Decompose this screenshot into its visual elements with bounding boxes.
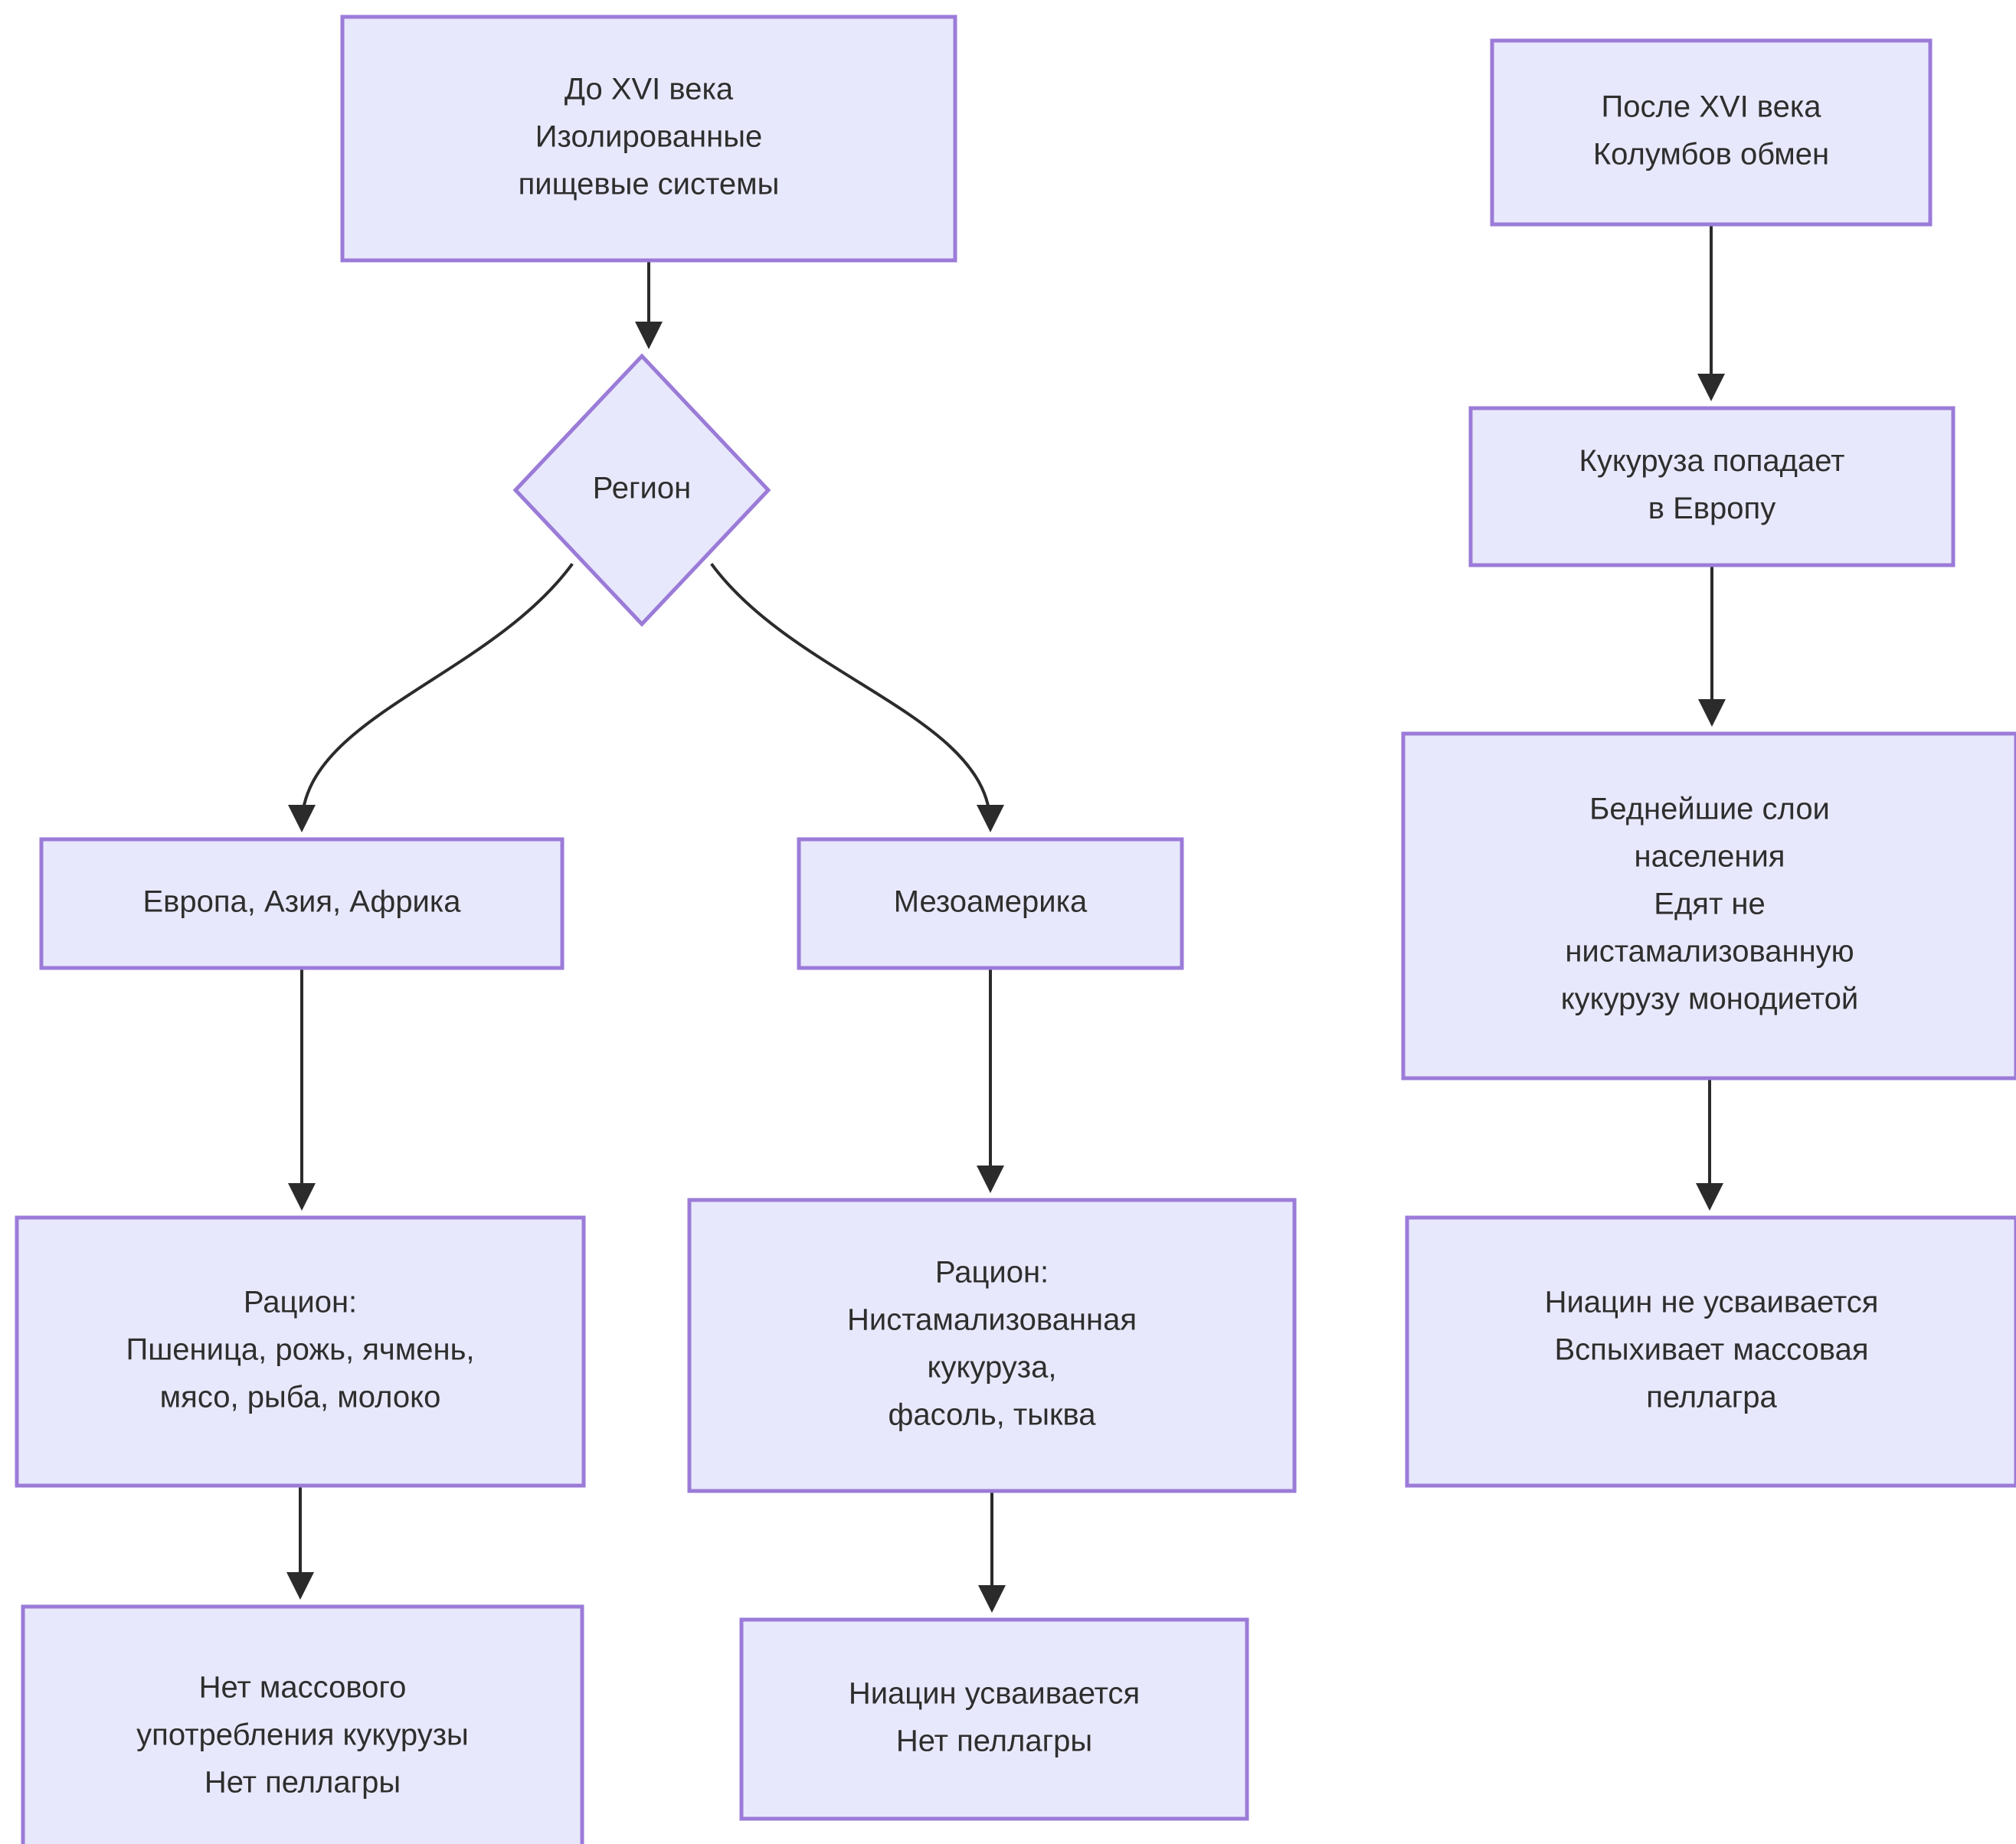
node-label-line: пеллагра xyxy=(1646,1381,1777,1414)
node-label-line: Колумбов обмен xyxy=(1593,138,1829,172)
edge-n2-to-n3 xyxy=(288,563,574,832)
process-shape xyxy=(797,837,1184,970)
process-shape xyxy=(21,1604,584,1844)
node-label-line: пищевые системы xyxy=(519,168,780,201)
node-label-line: в Европу xyxy=(1648,492,1775,525)
process-shape xyxy=(739,1617,1249,1821)
node-label-line: Нет пеллагры xyxy=(205,1766,401,1800)
node-мезоамерика[interactable]: Мезоамерика xyxy=(797,837,1184,970)
node-label-line: Регион xyxy=(593,472,691,505)
node-label-line: После XVI века xyxy=(1602,90,1822,124)
node-label-line: Европа, Азия, Африка xyxy=(142,885,461,919)
node-label-line: Беднейшие слои xyxy=(1589,793,1830,826)
node-label-line: Пшеница, рожь, ячмень, xyxy=(126,1333,474,1367)
node-label-line: кукуруза, xyxy=(928,1351,1057,1385)
node-label-line: Нет массового xyxy=(199,1671,407,1705)
process-shape xyxy=(687,1198,1297,1493)
node-label-line: мясо, рыба, молоко xyxy=(160,1381,441,1414)
node-label-line: До XVI века xyxy=(565,73,734,106)
edges-layer xyxy=(286,224,1726,1613)
process-shape xyxy=(1490,38,1933,227)
node-рацион[interactable]: Рацион: Нистамализованная кукуруза, фасоль,… xyxy=(687,1198,1297,1493)
node-label-line: Рацион: xyxy=(244,1286,357,1319)
process-shape xyxy=(15,1215,586,1488)
node-label-line: Нет пеллагры xyxy=(896,1725,1092,1758)
process-shape xyxy=(1405,1215,2016,1488)
decision-shape xyxy=(512,353,771,627)
node-label-line: Изолированные xyxy=(535,120,762,154)
node-label-line: Кукуруза попадает xyxy=(1579,444,1845,478)
node-label-line: Нистамализованная xyxy=(847,1303,1137,1337)
process-shape xyxy=(1468,406,1955,567)
node-рацион[interactable]: Рацион: Пшеница, рожь, ячмень, мясо, рыба,… xyxy=(15,1215,586,1488)
process-shape xyxy=(39,837,565,970)
process-shape xyxy=(340,15,957,263)
node-label-line: Рацион: xyxy=(935,1256,1049,1290)
node-label-line: Едят не xyxy=(1654,888,1765,921)
node-label-line: населения xyxy=(1635,840,1785,874)
process-shape xyxy=(1401,731,2016,1081)
node-label-line: Ниацин не усваивается xyxy=(1545,1286,1879,1319)
node-label-line: Мезоамерика xyxy=(894,885,1088,919)
node-label-line: фасоль, тыква xyxy=(889,1398,1097,1432)
node-регион[interactable]: Регион xyxy=(512,353,771,627)
node-label-line: Ниацин усваивается xyxy=(849,1677,1140,1711)
edge-n2-to-n4 xyxy=(710,563,1004,832)
node-европа-азия-африка[interactable]: Европа, Азия, Африка xyxy=(39,837,565,970)
node-label-line: кукурузу монодиетой xyxy=(1561,982,1859,1016)
node-label-line: нистамализованную xyxy=(1565,935,1854,969)
node-label-line: Вспыхивает массовая xyxy=(1555,1333,1869,1367)
node-label-line: употребления кукурузы xyxy=(136,1718,469,1752)
node-кукуруза-попадает[interactable]: Кукуруза попадает в Европу xyxy=(1468,406,1955,567)
